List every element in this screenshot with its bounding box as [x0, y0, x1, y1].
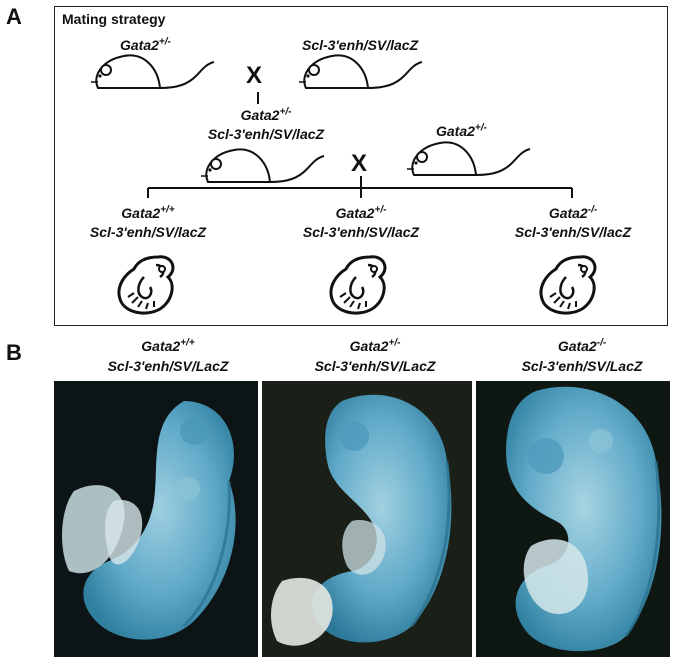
- embryo-icon-2: [329, 255, 387, 315]
- embryo-photo-2: [262, 381, 472, 657]
- mouse-icon-parent2: [299, 54, 423, 89]
- embryo-photo-1: [54, 381, 258, 657]
- embryo-icon-3: [539, 255, 597, 315]
- cross-symbol-2: X: [351, 150, 368, 177]
- panel-a-frame: [54, 6, 668, 326]
- panel-b-header-1: Gata2+/+ Scl-3'enh/SV/LacZ: [107, 337, 229, 374]
- parent3-genotype-label: Gata2+/-: [436, 122, 487, 139]
- f1-genotype-label: Gata2+/- Scl-3'enh/SV/lacZ: [207, 106, 325, 142]
- mouse-icon-f1: [201, 148, 325, 183]
- mating-strategy-title: Mating strategy: [62, 11, 166, 27]
- mouse-icon-parent1: [91, 54, 215, 89]
- panel-b-header-2: Gata2+/- Scl-3'enh/SV/LacZ: [314, 337, 436, 374]
- panel-b-letter: B: [6, 340, 22, 365]
- mouse-icon-parent3: [407, 141, 531, 176]
- parent1-genotype-label: Gata2+/-: [120, 36, 171, 53]
- panel-b-header-3: Gata2-/- Scl-3'enh/SV/LacZ: [521, 337, 643, 374]
- cross-connector-1: [257, 92, 259, 104]
- embryo-photo-3: [476, 381, 670, 657]
- offspring-3-label: Gata2-/- Scl-3'enh/SV/lacZ: [514, 204, 632, 240]
- panel-a-letter: A: [6, 4, 22, 29]
- cross-symbol-1: X: [246, 62, 263, 89]
- offspring-1-label: Gata2+/+ Scl-3'enh/SV/lacZ: [89, 204, 207, 240]
- embryo-icon-1: [117, 255, 175, 315]
- offspring-tree-lines: [147, 176, 573, 198]
- offspring-2-label: Gata2+/- Scl-3'enh/SV/lacZ: [302, 204, 420, 240]
- parent2-line-label: Scl-3'enh/SV/lacZ: [302, 37, 419, 53]
